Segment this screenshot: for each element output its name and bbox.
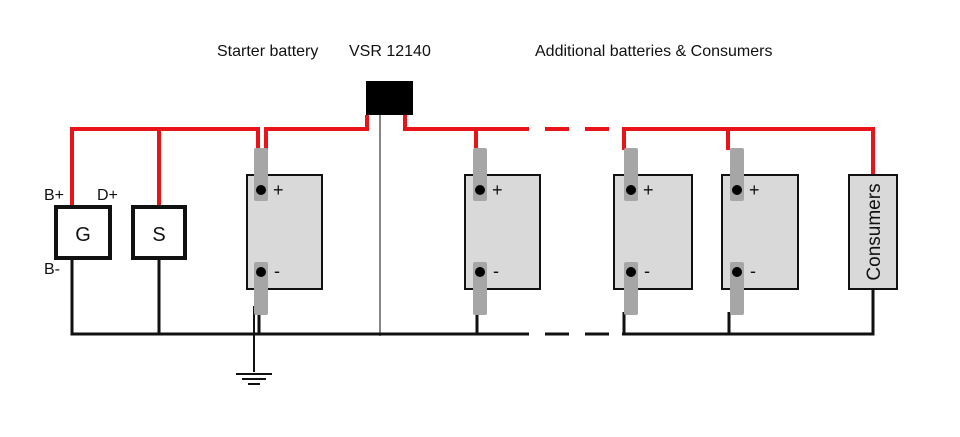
consumers-block: Consumers (848, 174, 898, 290)
starter-battery-label: Starter battery (217, 43, 318, 60)
battery-aux-2: +- (613, 148, 693, 315)
starter-motor: S (131, 205, 187, 260)
positive-bus-right (622, 127, 875, 175)
b-plus-label: B+ (44, 187, 64, 204)
negative-terminal-dot (256, 267, 266, 277)
negative-terminal-dot (626, 267, 636, 277)
consumers-label: Consumers (864, 183, 885, 280)
positive-terminal-dot (626, 185, 636, 195)
plus-sign: + (749, 180, 760, 200)
plus-sign: + (273, 180, 284, 200)
additional-label: Additional batteries & Consumers (535, 43, 772, 60)
positive-bus-left (70, 127, 260, 205)
battery-starter: +- (246, 148, 323, 315)
negative-terminal-dot (732, 267, 742, 277)
positive-wire-vsr-out (403, 115, 505, 131)
positive-wiring (70, 115, 875, 205)
positive-terminal-dot (475, 185, 485, 195)
negative-terminal-dot (475, 267, 485, 277)
starter-label: S (152, 224, 165, 246)
vsr-label: VSR 12140 (349, 43, 431, 60)
minus-sign: - (644, 261, 650, 281)
battery-aux-1: +- (464, 148, 541, 315)
generator-label: G (75, 224, 91, 246)
negative-bus-right (622, 288, 875, 336)
generator: G (54, 205, 112, 260)
batteries: +-+-+-+- (246, 148, 799, 315)
negative-bus-left (70, 258, 505, 336)
positive-terminal-dot (732, 185, 742, 195)
b-minus-label: B- (44, 261, 60, 278)
d-plus-label: D+ (97, 187, 118, 204)
battery-aux-3: +- (721, 148, 799, 315)
minus-sign: - (750, 261, 756, 281)
positive-terminal-dot (256, 185, 266, 195)
vsr-box (366, 81, 413, 115)
ground-icon (236, 373, 272, 385)
plus-sign: + (492, 180, 503, 200)
plus-sign: + (643, 180, 654, 200)
positive-wire-vsr-in (264, 115, 369, 150)
minus-sign: - (274, 261, 280, 281)
minus-sign: - (493, 261, 499, 281)
